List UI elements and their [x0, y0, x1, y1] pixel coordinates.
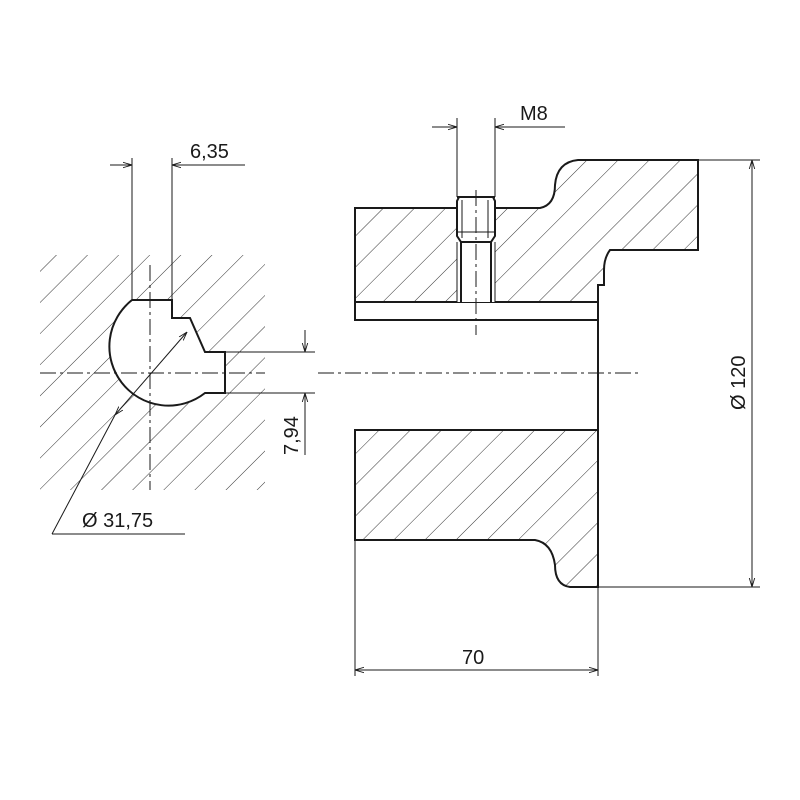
- dim-outer-diameter-label: Ø 120: [728, 356, 750, 410]
- dim-keyway-depth: 7,94: [225, 330, 315, 455]
- dim-outer-diameter: Ø 120: [598, 159, 760, 588]
- dim-key-width-label: 6,35: [190, 141, 229, 163]
- dim-thread-label: M8: [520, 103, 548, 125]
- hub-section-view: [318, 159, 699, 588]
- dim-length-label: 70: [462, 647, 484, 669]
- set-screw: [456, 190, 496, 335]
- dim-length: 70: [354, 540, 599, 676]
- dim-keyway-depth-label: 7,94: [281, 416, 303, 455]
- dim-thread: M8: [432, 103, 565, 197]
- dim-bore-diameter-label: Ø 31,75: [82, 510, 153, 532]
- dim-key-width: 6,35: [110, 141, 245, 300]
- dim-bore-diameter: Ø 31,75: [51, 332, 187, 535]
- bore-section-hatch: [40, 255, 265, 490]
- hub-upper-section: [354, 159, 699, 303]
- hub-lower-section: [354, 429, 599, 588]
